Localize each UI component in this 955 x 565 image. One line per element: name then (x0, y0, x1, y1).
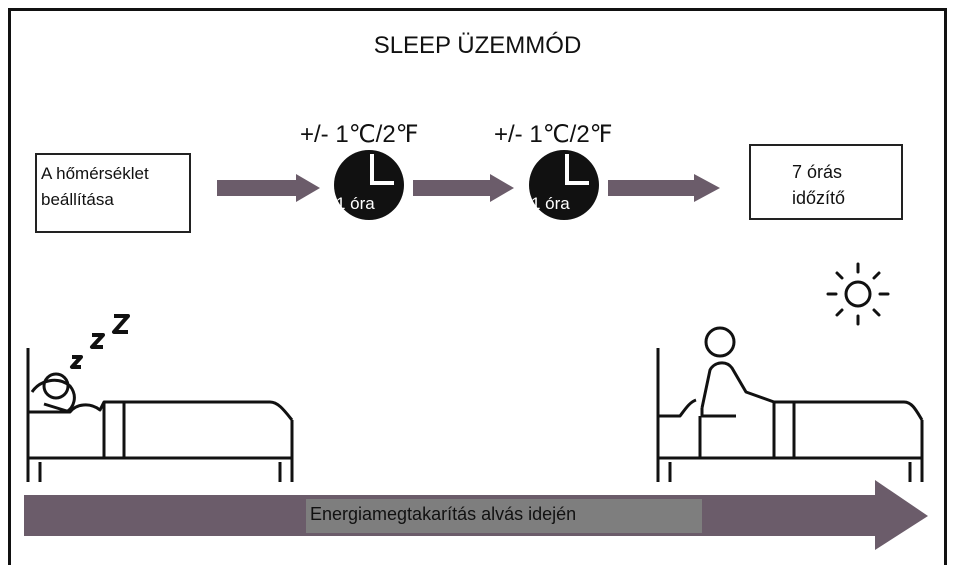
timer-line1: 7 órás (792, 162, 843, 182)
clock-icon (334, 150, 404, 220)
step-arrows (217, 174, 720, 202)
sun-icon (826, 262, 890, 326)
temp-change-label: +/- 1℃/2℉ (494, 121, 613, 148)
timer-line2: időzítő (792, 188, 846, 208)
diagram-frame (8, 8, 947, 565)
awake-bed-icon (656, 326, 924, 482)
page-title: SLEEP ÜZEMMÓD (373, 32, 582, 59)
arrow-3 (608, 174, 720, 202)
timer-box (749, 144, 903, 220)
temperature-setting-line1: A hőmérséklet (41, 164, 149, 183)
temperature-setting-line2: beállítása (41, 190, 114, 209)
arrow-2 (413, 174, 514, 202)
clock-hour-label: 1 óra (336, 194, 375, 213)
moon-icon (236, 276, 246, 296)
temperature-setting-box (35, 153, 191, 233)
energy-saving-label: Energiamegtakarítás alvás idején (306, 499, 702, 533)
zzz-icon (70, 314, 130, 369)
temp-change-label: +/- 1℃/2℉ (300, 121, 419, 148)
arrow-1 (217, 174, 320, 202)
clock-icon (529, 150, 599, 220)
sleeping-bed-icon (26, 348, 294, 482)
clock-hour-label: 1 óra (531, 194, 570, 213)
